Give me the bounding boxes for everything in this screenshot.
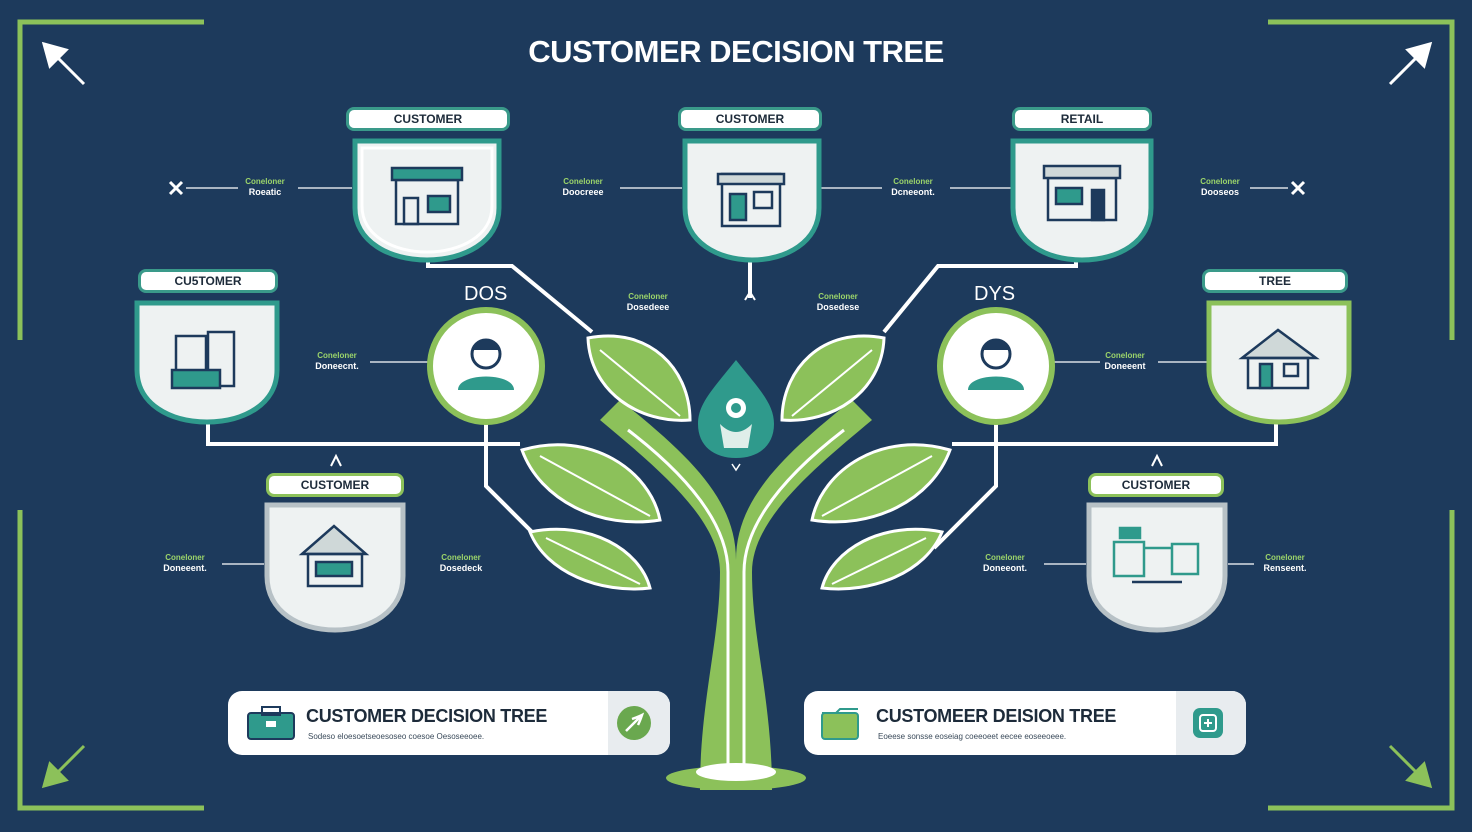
label-dos: DOS — [464, 283, 508, 305]
storefront-icon — [390, 166, 464, 226]
corner-arrows-green — [41, 744, 1433, 789]
shield-low-right — [1086, 502, 1228, 633]
node-label-mid-right[interactable]: TREE — [1202, 269, 1348, 293]
shield-top-left — [352, 138, 502, 263]
shield-low-left — [264, 502, 406, 633]
corner-arrows — [41, 41, 1433, 86]
leaf-circle-icon[interactable] — [616, 705, 652, 741]
summary-card-left[interactable]: CUSTOMER DECISION TREE Sodeso eloesoetse… — [228, 691, 670, 755]
toolbox-icon — [247, 706, 295, 740]
shield-top-right — [1010, 138, 1154, 263]
chip-icon[interactable] — [1190, 705, 1226, 741]
office-building-icon — [170, 330, 236, 390]
market-stall-icon — [1112, 526, 1200, 584]
avatar-dos — [427, 307, 545, 425]
summary-card-left-subtitle: Sodeso eloesoetseoesoseo coesoe Oesoseeo… — [308, 732, 485, 741]
summary-card-right-title: CUSTOMEER DEISION TREE — [876, 706, 1117, 726]
node-label-mid-left[interactable]: CU5TOMER — [138, 269, 278, 293]
node-label-low-left[interactable]: CUSTOMER — [266, 473, 404, 497]
center-drop-emblem — [698, 360, 774, 472]
x-marks — [168, 180, 1306, 196]
summary-card-right-subtitle: Eoeese sonsse eoseiag coeeoeet eecee eos… — [878, 732, 1067, 741]
small-arrows — [330, 290, 1163, 467]
node-label-top-center[interactable]: CUSTOMER — [678, 107, 822, 131]
shop-building-icon — [716, 172, 786, 228]
avatar-dys — [937, 307, 1055, 425]
tree-leaves — [520, 334, 952, 591]
diagram-title: CUSTOMER DECISION TREE — [528, 34, 944, 69]
house-store-icon — [1238, 328, 1320, 390]
node-label-low-right[interactable]: CUSTOMER — [1088, 473, 1224, 497]
folder-icon — [821, 708, 859, 740]
home-shop-icon — [298, 524, 370, 588]
shield-mid-left — [134, 300, 280, 425]
summary-card-left-title: CUSTOMER DECISION TREE — [306, 706, 548, 726]
summary-card-right[interactable]: CUSTOMEER DEISION TREE Eoeese sonsse eos… — [804, 691, 1246, 755]
annotation-lines — [186, 187, 1288, 565]
shield-mid-right — [1206, 300, 1352, 425]
node-label-top-left[interactable]: CUSTOMER — [346, 107, 510, 131]
corner-brackets — [17, 19, 1455, 811]
node-label-top-right[interactable]: RETAIL — [1012, 107, 1152, 131]
shield-top-center — [682, 138, 822, 263]
retail-store-icon — [1042, 164, 1122, 222]
label-dys: DYS — [974, 283, 1016, 305]
tree-trunk — [600, 400, 872, 790]
